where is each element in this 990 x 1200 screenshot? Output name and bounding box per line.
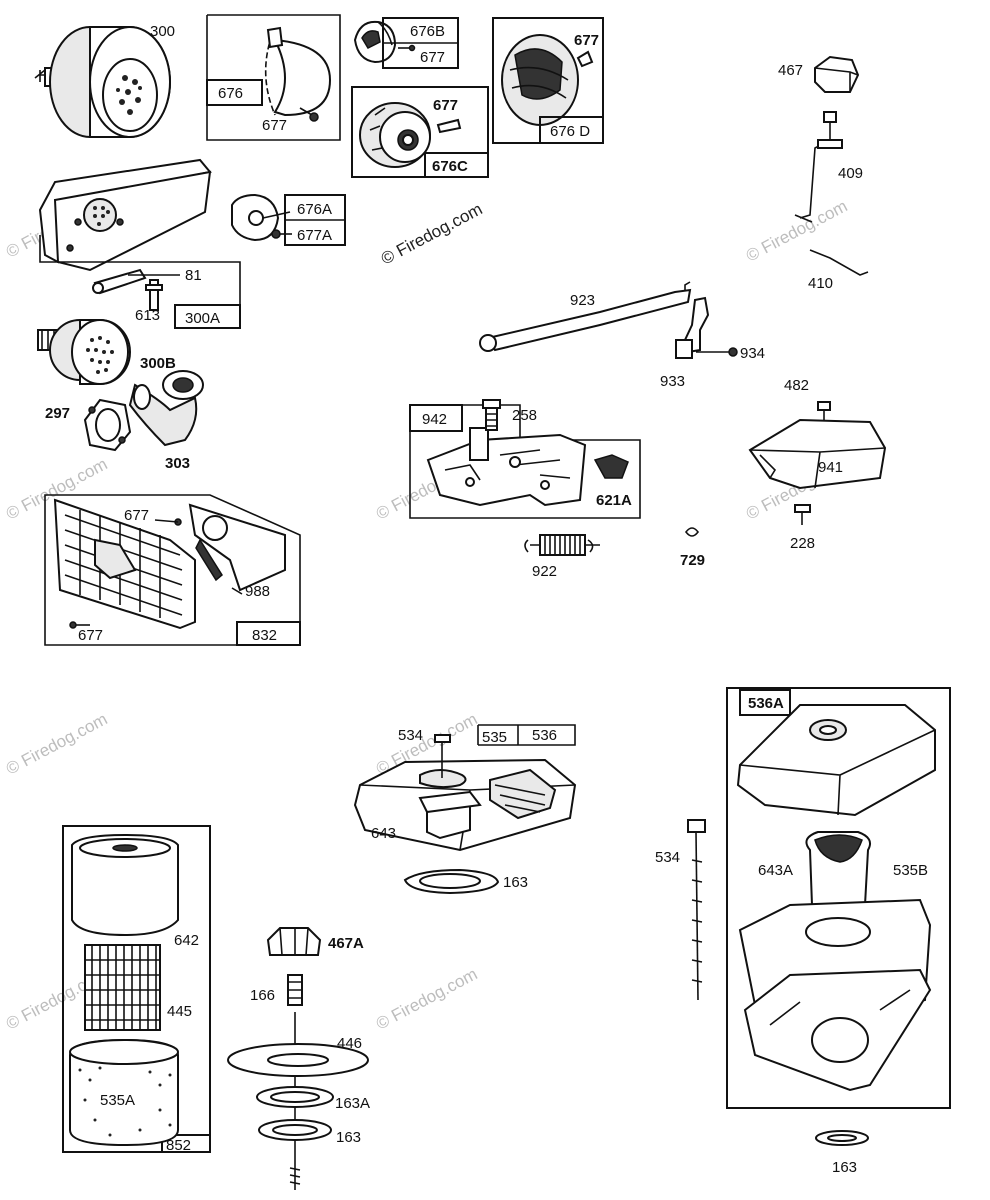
spark-arrestor-676c: 677 676C (351, 86, 489, 178)
part-label-677: 677 (262, 117, 287, 134)
part-label-409: 409 (838, 165, 863, 182)
part-label-934: 934 (740, 345, 765, 362)
air-cleaner-536: 536 534 535 643 (353, 724, 577, 852)
gasket-297: 297 (45, 398, 132, 452)
stud-446: 446 (227, 1012, 369, 1190)
nut-166: 166 (250, 974, 303, 1006)
spark-arrestor-676a: 676A 677A (231, 193, 346, 246)
part-label-258: 258 (512, 407, 537, 424)
knob-467a: 467A (266, 927, 364, 956)
part-label-163: 163 (336, 1129, 361, 1146)
seal-163-lower: 163 (258, 1119, 361, 1146)
spark-arrestor-676: 676 677 (206, 14, 341, 141)
watermark: © Firedog.com (743, 196, 851, 265)
spring-922: 922 (524, 534, 600, 580)
seal-163a: 163A (256, 1086, 370, 1112)
part-label-535: 535 (482, 729, 507, 746)
watermark: © Firedog.com (373, 964, 481, 1033)
part-label-300: 300 (150, 23, 175, 40)
part-label-677: 677 (433, 97, 458, 114)
part-label-163: 163 (832, 1159, 857, 1176)
part-label-621a: 621A (596, 492, 632, 509)
part-label-613: 613 (135, 307, 160, 324)
cover-941: 941 (748, 418, 887, 490)
part-label-677: 677 (420, 49, 445, 66)
link-410: 410 (808, 249, 869, 292)
part-label-300b: 300B (140, 355, 176, 372)
part-label-642: 642 (174, 932, 199, 949)
part-label-163: 163 (503, 874, 528, 891)
screw-258: 258 (482, 399, 537, 431)
part-label-81: 81 (185, 267, 202, 284)
part-label-677: 677 (574, 32, 599, 49)
screw-228: 228 (790, 504, 815, 552)
part-label-942: 942 (422, 411, 447, 428)
part-label-535b: 535B (893, 862, 928, 879)
clip-729: 729 (680, 527, 705, 569)
spark-arrestor-676b: 676B 677 (353, 17, 459, 69)
part-label-676: 676 (218, 85, 243, 102)
part-label-922: 922 (532, 563, 557, 580)
part-label-643a: 643A (758, 862, 793, 879)
muffler-300b: 300B (37, 319, 176, 385)
bracket-933: 933 934 (660, 296, 765, 390)
part-label-303: 303 (165, 455, 190, 472)
elbow-303: 303 (128, 370, 204, 472)
part-label-482: 482 (784, 377, 809, 394)
part-label-643: 643 (371, 825, 396, 842)
part-label-729: 729 (680, 552, 705, 569)
part-label-166: 166 (250, 987, 275, 1004)
part-label-446: 446 (337, 1035, 362, 1052)
part-label-536: 536 (532, 727, 557, 744)
air-cleaner-536a: 536A 643A 535B (726, 687, 951, 1109)
part-label-923: 923 (570, 292, 595, 309)
part-label-933: 933 (660, 373, 685, 390)
filter-assembly-852: 852 642 445 535A (62, 825, 211, 1154)
part-label-228: 228 (790, 535, 815, 552)
part-label-297: 297 (45, 405, 70, 422)
part-label-852: 852 (166, 1137, 191, 1154)
part-label-467: 467 (778, 62, 803, 79)
muffler-300: 300 (34, 23, 175, 138)
part-label-536a: 536A (748, 695, 784, 712)
spark-arrestor-676d: 677 676 D (492, 17, 604, 144)
watermark-main: © Firedog.com (378, 199, 486, 268)
part-label-445: 445 (167, 1003, 192, 1020)
watermark: © Firedog.com (3, 709, 111, 778)
bolt-534: 534 (655, 819, 706, 1001)
part-label-535a: 535A (100, 1092, 135, 1109)
part-label-467a: 467A (328, 935, 364, 952)
part-label-988: 988 (245, 583, 270, 600)
muffler-deflector-832: 832 677 988 677 (44, 494, 301, 646)
part-label-941: 941 (818, 459, 843, 476)
knob-467: 467 (778, 55, 860, 93)
part-label-676a: 676A (297, 201, 332, 218)
part-label-677: 677 (78, 627, 103, 644)
governor-link-923: 923 (479, 281, 692, 352)
part-label-300a: 300A (185, 310, 220, 327)
part-label-534: 534 (398, 727, 423, 744)
part-label-534: 534 (655, 849, 680, 866)
part-label-410: 410 (808, 275, 833, 292)
part-label-677a: 677A (297, 227, 332, 244)
part-label-163a: 163A (335, 1095, 370, 1112)
muffler-guard-300a: 81 613 300A (38, 158, 241, 329)
part-label-677: 677 (124, 507, 149, 524)
governor-control-942: 942 621A (409, 404, 641, 519)
part-label-676d: 676 D (550, 123, 590, 140)
part-label-676c: 676C (432, 158, 468, 175)
part-label-832: 832 (252, 627, 277, 644)
control-lever-409: 409 (794, 111, 863, 223)
gasket-163: 163 (403, 868, 528, 895)
gasket-163-right: 163 (815, 1130, 869, 1176)
part-label-676b: 676B (410, 23, 445, 40)
